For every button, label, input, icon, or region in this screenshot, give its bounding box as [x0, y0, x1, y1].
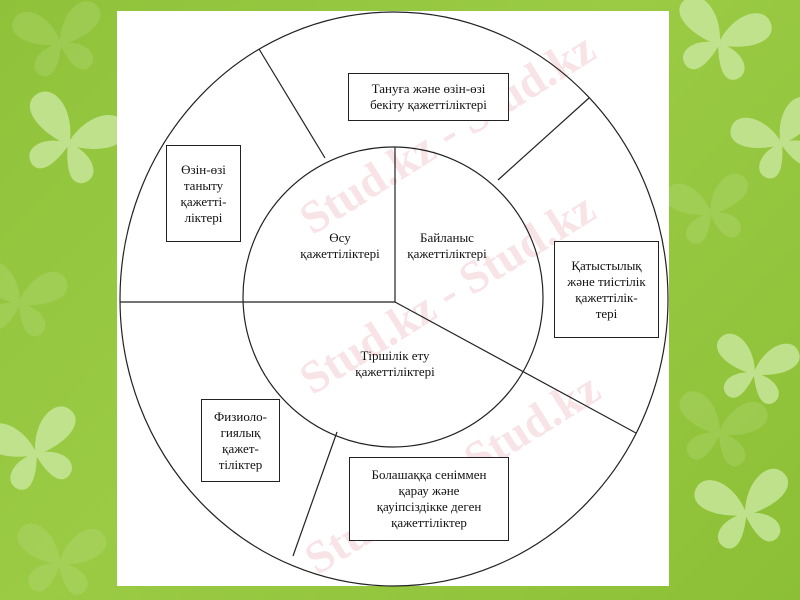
outer-circle — [119, 11, 669, 587]
upper-left-spoke — [258, 48, 326, 159]
safety-box: Болашаққа сеніммен қарау және қауіпсізді… — [349, 457, 509, 541]
lower-spoke — [292, 431, 338, 557]
lower-right-divider — [394, 301, 637, 434]
growth-needs-label: Өсу қажеттіліктері — [300, 230, 380, 261]
relatedness-needs-label: Байланыс қажеттіліктері — [407, 230, 487, 261]
upper-right-spoke — [497, 97, 590, 181]
self-knowledge-box: Өзін-өзі таныту қажетті- ліктері — [166, 145, 241, 242]
belonging-box: Қатыстылық және тиістілік қажеттілік- те… — [554, 241, 659, 338]
physiological-box: Физиоло- гиялық қажет- тіліктер — [201, 399, 280, 482]
inner-circle — [242, 146, 544, 448]
self-realization-box: Тануға және өзін-өзі бекіту қажеттілікте… — [348, 73, 509, 121]
existence-needs-label: Тіршілік ету қажеттіліктері — [355, 348, 435, 379]
